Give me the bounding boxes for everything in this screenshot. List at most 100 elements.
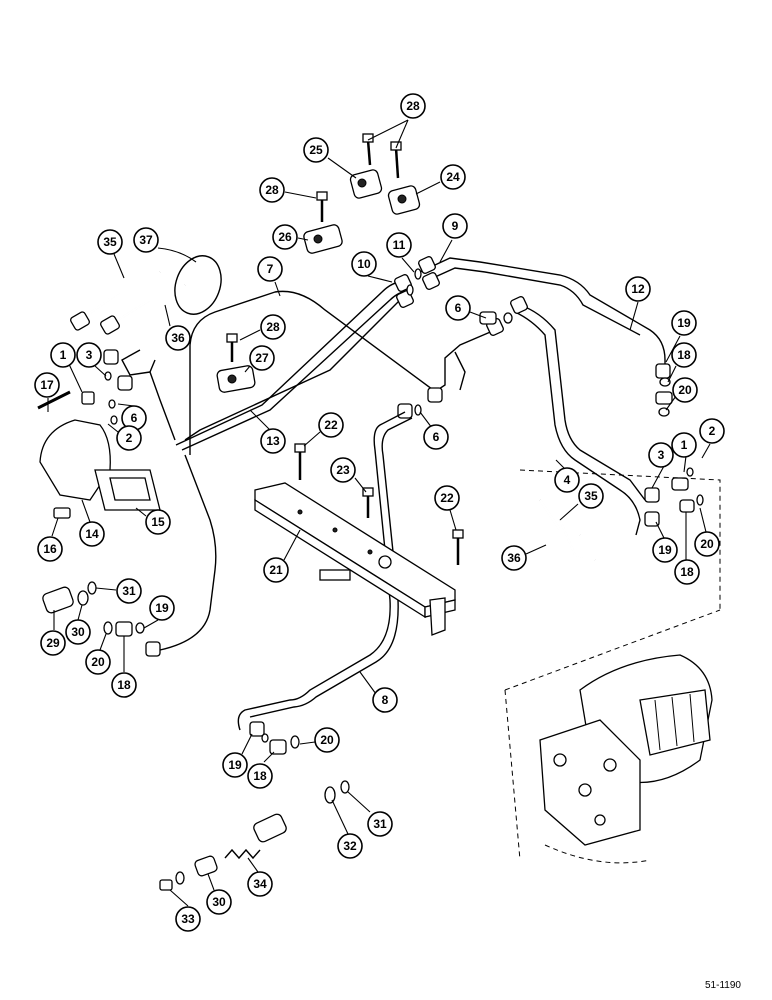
- drawing-reference-code: 51-1190: [705, 980, 741, 991]
- callout-label: 19: [228, 758, 242, 772]
- callout-label: 13: [266, 434, 280, 448]
- callout: 6: [423, 424, 449, 450]
- callout: 18: [247, 763, 273, 789]
- callout: 19: [149, 595, 175, 621]
- callout: 13: [260, 428, 286, 454]
- pipe-clamps: [216, 169, 421, 393]
- callout: 28: [400, 93, 426, 119]
- callout-label: 2: [126, 431, 133, 445]
- callout: 26: [272, 224, 298, 250]
- callout: 25: [303, 137, 329, 163]
- callout-label: 12: [631, 282, 645, 296]
- callout: 31: [116, 578, 142, 604]
- callout: 32: [337, 833, 363, 859]
- callout-label: 22: [324, 418, 338, 432]
- mounting-rail: [254, 482, 456, 636]
- lower-pipe: [237, 411, 413, 731]
- callout-label: 27: [255, 351, 269, 365]
- callout-label: 18: [680, 565, 694, 579]
- callout: 18: [674, 559, 700, 585]
- callout-label: 11: [393, 238, 406, 252]
- callout: 10: [351, 251, 377, 277]
- callout-label: 31: [122, 584, 136, 598]
- callout-label: 3: [658, 448, 665, 462]
- callout-label: 32: [343, 839, 357, 853]
- callout: 18: [111, 672, 137, 698]
- callout: 28: [259, 177, 285, 203]
- pump-assembly: [504, 469, 721, 864]
- callout-label: 26: [278, 230, 292, 244]
- callout-label: 34: [253, 877, 267, 891]
- callout: 27: [249, 345, 275, 371]
- callout: 9: [442, 213, 468, 239]
- callout-label: 19: [658, 543, 672, 557]
- callout: 19: [671, 310, 697, 336]
- callout: 15: [145, 509, 171, 535]
- callout: 8: [372, 687, 398, 713]
- callout-label: 21: [269, 563, 283, 577]
- callout-label: 1: [60, 348, 67, 362]
- callout: 19: [222, 752, 248, 778]
- callout: 17: [34, 372, 60, 398]
- callout-label: 28: [406, 99, 420, 113]
- callout-label: 20: [91, 655, 105, 669]
- callout-label: 20: [700, 537, 714, 551]
- callout-label: 30: [71, 625, 85, 639]
- callout-label: 24: [446, 170, 460, 184]
- callout-label: 28: [265, 183, 279, 197]
- callout-label: 6: [131, 411, 138, 425]
- callout-label: 36: [507, 551, 521, 565]
- callout: 22: [318, 412, 344, 438]
- callout-label: 18: [677, 348, 691, 362]
- callout-label: 35: [584, 489, 598, 503]
- callout: 22: [434, 485, 460, 511]
- callout-label: 20: [320, 733, 334, 747]
- callout: 23: [330, 457, 356, 483]
- callout: 20: [314, 727, 340, 753]
- callout-label: 31: [373, 817, 387, 831]
- callout-label: 20: [678, 383, 692, 397]
- callout: 14: [79, 521, 105, 547]
- callout-label: 18: [117, 678, 131, 692]
- callout-label: 2: [709, 424, 716, 438]
- callout: 1: [50, 342, 76, 368]
- callout: 34: [247, 871, 273, 897]
- callout: 2: [699, 418, 725, 444]
- callout: 24: [440, 164, 466, 190]
- callout-label: 9: [452, 219, 459, 233]
- callout-label: 14: [85, 527, 99, 541]
- callout-label: 23: [336, 463, 350, 477]
- callout: 3: [648, 442, 674, 468]
- hoses: [70, 255, 596, 562]
- upper-pipe-bundle: [121, 257, 666, 651]
- callout: 33: [175, 906, 201, 932]
- callout: 31: [367, 811, 393, 837]
- callout: 36: [501, 545, 527, 571]
- callouts: 28 25 24 28 26 9 11 10 7 37 35 12 6 28 3…: [34, 93, 725, 932]
- callout-label: 25: [309, 143, 323, 157]
- callout: 2: [116, 425, 142, 451]
- valve-housing: [37, 390, 161, 519]
- callout: 35: [97, 229, 123, 255]
- callout: 36: [165, 325, 191, 351]
- callout-label: 29: [46, 636, 60, 650]
- callout-label: 33: [181, 912, 195, 926]
- callout: 37: [133, 227, 159, 253]
- callout-label: 7: [267, 262, 274, 276]
- callout: 3: [76, 342, 102, 368]
- callout-label: 3: [86, 348, 93, 362]
- callout: 28: [260, 314, 286, 340]
- callout-label: 17: [40, 378, 54, 392]
- callout: 7: [257, 256, 283, 282]
- callout-label: 22: [440, 491, 454, 505]
- callout: 20: [694, 531, 720, 557]
- callout: 30: [206, 889, 232, 915]
- callout: 21: [263, 557, 289, 583]
- callout-label: 19: [677, 316, 691, 330]
- callout-label: 36: [171, 331, 185, 345]
- callout: 18: [671, 342, 697, 368]
- callout-label: 4: [564, 473, 571, 487]
- callout-label: 8: [382, 693, 389, 707]
